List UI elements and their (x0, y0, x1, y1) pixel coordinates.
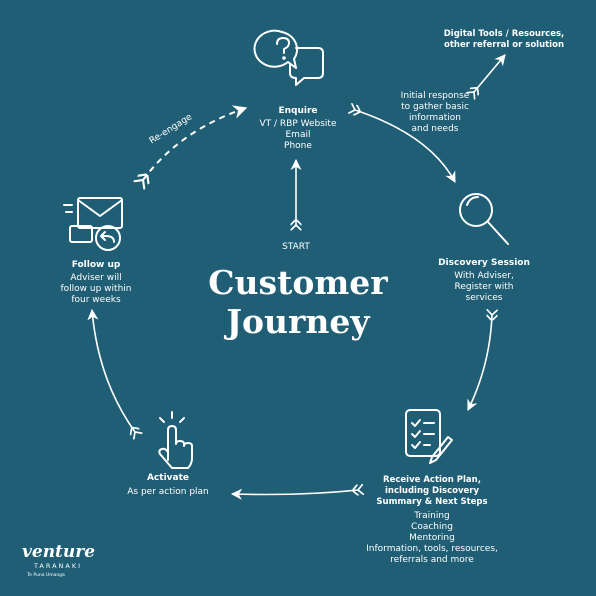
discovery-line2: Register with (454, 282, 513, 292)
activate-title: Activate (147, 473, 189, 483)
envelope-reply-icon (63, 197, 123, 251)
action-plan-line4: Information, tools, resources, (366, 544, 498, 554)
followup-line2: follow up within (61, 284, 132, 294)
enquire-line3: Phone (284, 141, 312, 151)
tap-hand-icon (158, 411, 193, 469)
action-plan-title-line2: including Discovery (385, 486, 479, 496)
diagram-title-line2: Journey (223, 302, 370, 341)
action-plan-title-line1: Receive Action Plan, (383, 475, 481, 485)
followup-line3: four weeks (71, 295, 121, 305)
discovery-line3: services (466, 293, 503, 303)
external-title-line2: other referral or solution (444, 40, 564, 50)
action-plan-line2: Coaching (411, 522, 453, 532)
arrow-activate-to-followup (92, 310, 135, 432)
action-plan-line5: referrals and more (390, 555, 474, 565)
external-note-line1: Initial response (401, 91, 470, 101)
arrow-discovery-to-action (467, 315, 492, 410)
magnifier-icon (459, 193, 509, 245)
logo-tagline: Te Puna Umanga (26, 572, 65, 578)
external-title-line1: Digital Tools / Resources, (444, 29, 565, 39)
activate-line1: As per action plan (127, 487, 209, 497)
arrow-reengage (143, 108, 246, 180)
speech-bubbles-icon (253, 29, 324, 86)
external-note-line4: and needs (412, 124, 459, 134)
logo-subtitle: TARANAKI (33, 562, 82, 570)
followup-line1: Adviser will (70, 273, 121, 283)
start-label: START (282, 242, 310, 252)
enquire-line2: Email (286, 130, 311, 140)
enquire-title: Enquire (278, 106, 317, 116)
external-note-line3: information (409, 113, 461, 123)
action-plan-line1: Training (413, 511, 450, 521)
reengage-label: Re-engage (148, 112, 195, 146)
external-note-line2: to gather basic (401, 102, 469, 112)
checklist-clipboard-icon (405, 409, 453, 464)
action-plan-line3: Mentoring (409, 533, 455, 543)
arrow-action-to-activate (232, 490, 358, 495)
diagram-title-line1: Customer (208, 263, 388, 302)
followup-title: Follow up (72, 260, 121, 270)
enquire-line1: VT / RBP Website (259, 119, 336, 129)
discovery-line1: With Adviser, (454, 271, 514, 281)
action-plan-title-line3: Summary & Next Steps (376, 497, 487, 507)
discovery-title: Discovery Session (438, 258, 530, 268)
arrow-enquire-to-discovery (355, 110, 456, 182)
logo-wordmark: venture (22, 542, 95, 562)
arrow-to-external-resources (474, 55, 505, 92)
